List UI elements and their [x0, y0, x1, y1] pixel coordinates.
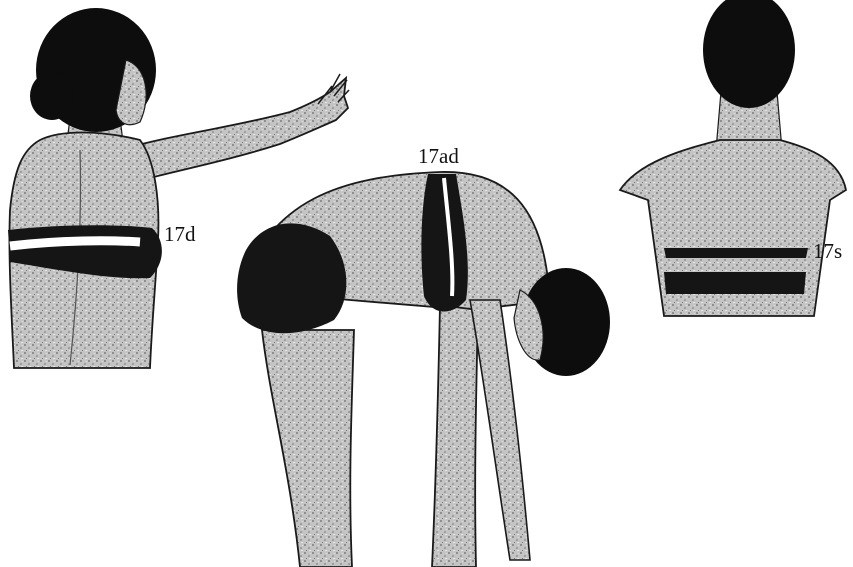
right-figure-band-lower	[664, 272, 806, 294]
center-figure-back-leg	[262, 330, 354, 567]
center-figure-hip-band	[237, 223, 346, 333]
right-figure	[620, 0, 846, 316]
left-figure-hair-bun	[30, 72, 74, 120]
right-figure-head	[703, 0, 795, 108]
left-figure-band-gap	[10, 241, 140, 246]
label-17d: 17d	[164, 224, 196, 245]
center-figure	[237, 172, 610, 567]
center-figure-front-leg	[432, 305, 478, 567]
right-figure-band	[664, 248, 808, 258]
left-figure-raised-arm	[120, 78, 348, 178]
label-17s: 17s	[813, 241, 842, 262]
label-17ad: 17ad	[418, 146, 459, 167]
